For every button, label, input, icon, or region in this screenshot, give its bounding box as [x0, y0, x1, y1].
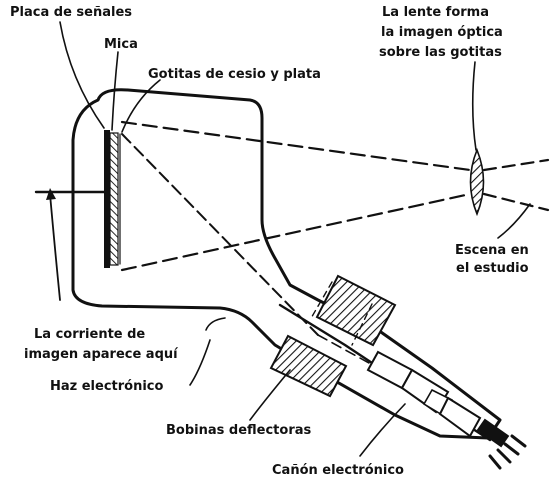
- label-lens-2: la imagen óptica: [381, 25, 503, 40]
- label-gun: Cañón electrónico: [272, 463, 404, 478]
- label-beam: Haz electrónico: [50, 379, 164, 394]
- label-lens-1: La lente forma: [382, 5, 489, 20]
- leader-droplets: [121, 79, 161, 133]
- leader-mica: [111, 51, 119, 131]
- coil-divider-top: [309, 281, 333, 321]
- signal-lead-arrowhead: [46, 188, 56, 200]
- signal-lead-arrow: [49, 193, 61, 301]
- label-droplets: Gotitas de cesio y plata: [148, 67, 321, 82]
- lens: [469, 147, 485, 217]
- label-coils: Bobinas deflectoras: [166, 423, 312, 438]
- mica-sheet: [109, 132, 119, 266]
- leader-scene: [497, 203, 531, 239]
- signal-plate: [104, 130, 110, 268]
- leader-current: [205, 317, 226, 331]
- label-lens-3: sobre las gotitas: [379, 45, 502, 60]
- label-scene-2: el estudio: [456, 261, 529, 276]
- leader-beam: [189, 339, 211, 386]
- label-current-2: imagen aparece aquí: [24, 347, 179, 362]
- scene-ray-bottom: [482, 192, 550, 212]
- label-current-1: La corriente de: [34, 327, 145, 342]
- label-scene-1: Escena en: [455, 243, 529, 258]
- electron-gun: [366, 350, 482, 438]
- optical-ray-bottom: [120, 192, 472, 272]
- deflection-coil-lower: [269, 334, 348, 398]
- leader-lens: [471, 61, 477, 151]
- leader-signal-plate: [59, 21, 105, 129]
- electron-beam-axis: [317, 334, 401, 381]
- tube-base-pins: [476, 418, 527, 470]
- scene-ray-top: [482, 158, 550, 172]
- optical-ray-top: [120, 120, 472, 172]
- label-signal-plate: Placa de señales: [10, 5, 132, 20]
- leader-gun: [359, 403, 406, 457]
- leader-coils: [249, 369, 291, 421]
- deflection-coil-upper: [315, 274, 397, 347]
- label-mica: Mica: [104, 37, 138, 52]
- coil-divider-bottom: [351, 303, 373, 346]
- electron-beam: [121, 133, 319, 336]
